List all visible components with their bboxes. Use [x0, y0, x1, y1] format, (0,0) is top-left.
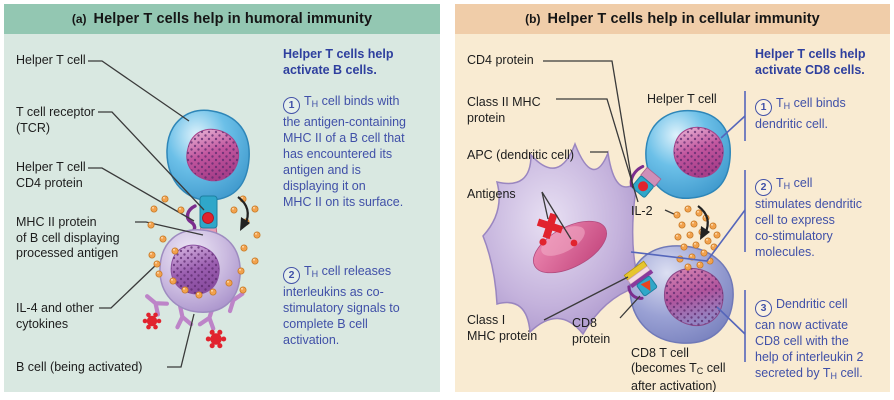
curved-arrow-icon — [697, 205, 710, 240]
label-t-cell-receptor: T cell receptor (TCR) — [16, 105, 95, 135]
panel-a-header: (a) Helper T cells help in humoral immuni… — [4, 4, 440, 34]
helper-t-cell-illustration — [166, 109, 250, 201]
antigen-icon — [205, 329, 227, 349]
panel-a-tag: (a) — [71, 12, 87, 26]
step-number-circle: 3 — [755, 299, 772, 317]
leader-lines — [88, 60, 205, 368]
label-helper-t-cell: Helper T cell — [16, 53, 86, 67]
label-apc-dendritic: APC (dendritic cell) — [467, 148, 574, 162]
cd8-t-cell-illustration — [629, 245, 734, 344]
curved-arrow-icon — [237, 196, 250, 231]
label-class1-mhc: Class I MHC protein — [467, 313, 538, 343]
panel-b-tag: (b) — [525, 12, 541, 26]
mhc1-cd8-junction-illustration — [623, 260, 658, 300]
cd8-protein-icon — [627, 285, 644, 300]
step-text: TH cell stimulates dendritic cell to exp… — [755, 176, 862, 259]
panel-humoral-immunity: (a) Helper T cells help in humoral immuni… — [4, 4, 440, 392]
label-helper-t-cell: Helper T cell — [647, 92, 717, 106]
step-number-circle: 2 — [283, 266, 300, 284]
panel-cellular-immunity: (b) Helper T cells help in cellular immun… — [455, 4, 890, 392]
panel-b-title: Helper T cells help in cellular immunity — [547, 11, 820, 27]
label-cd8-protein: CD8 protein — [572, 316, 611, 346]
step-text: TH cell binds dendritic cell. — [755, 96, 846, 131]
panel-b-header: (b) Helper T cells help in cellular immun… — [455, 4, 890, 34]
caption-helper-t-activate-b: Helper T cells help activate B cells. — [283, 47, 394, 77]
label-mhc2-protein: MHC II protein of B cell displaying proc… — [16, 215, 120, 260]
b-cell-illustration — [143, 229, 247, 349]
cellular-illustration — [482, 60, 746, 362]
label-cd4-protein: CD4 protein — [467, 53, 534, 67]
step-number-circle: 1 — [283, 96, 300, 114]
label-il2: IL-2 — [631, 204, 653, 218]
cd4-protein-icon — [629, 164, 645, 188]
leader-lines — [541, 60, 677, 321]
step-bracket-lines — [630, 91, 746, 362]
step-text: Dendritic cell can now activate CD8 cell… — [755, 297, 864, 381]
antigen-fragment-icon — [202, 212, 214, 224]
mhc2-tcr-junction-illustration — [629, 164, 662, 198]
panel-a-title: Helper T cells help in humoral immunity — [93, 11, 373, 27]
helper-t-cell-illustration — [645, 109, 731, 199]
label-cd8-t-cell: CD8 T cell (becomes TC cell after activa… — [631, 346, 726, 392]
antigen-icon — [539, 238, 547, 246]
antigen-fragment-icon — [640, 280, 651, 291]
label-il4-cytokines: IL-4 and other cytokines — [16, 301, 94, 331]
step-number-circle: 1 — [755, 98, 772, 116]
humoral-illustration — [88, 60, 261, 368]
antigen-fragment-icon — [638, 181, 649, 192]
antigen-icon — [570, 239, 578, 247]
caption-helper-t-activate-cd8: Helper T cells help activate CD8 cells. — [755, 47, 866, 77]
step-text: TH cell releases interleukins as co- sti… — [283, 264, 400, 347]
step-number-circle: 2 — [755, 178, 772, 196]
label-class2-mhc: Class II MHC protein — [467, 95, 541, 125]
label-cd4-protein: Helper T cell CD4 protein — [16, 160, 86, 190]
step-text: TH cell binds with the antigen-containin… — [283, 94, 407, 209]
dendritic-cell-illustration — [482, 141, 641, 336]
label-antigens: Antigens — [467, 187, 516, 201]
label-b-cell: B cell (being activated) — [16, 360, 143, 374]
